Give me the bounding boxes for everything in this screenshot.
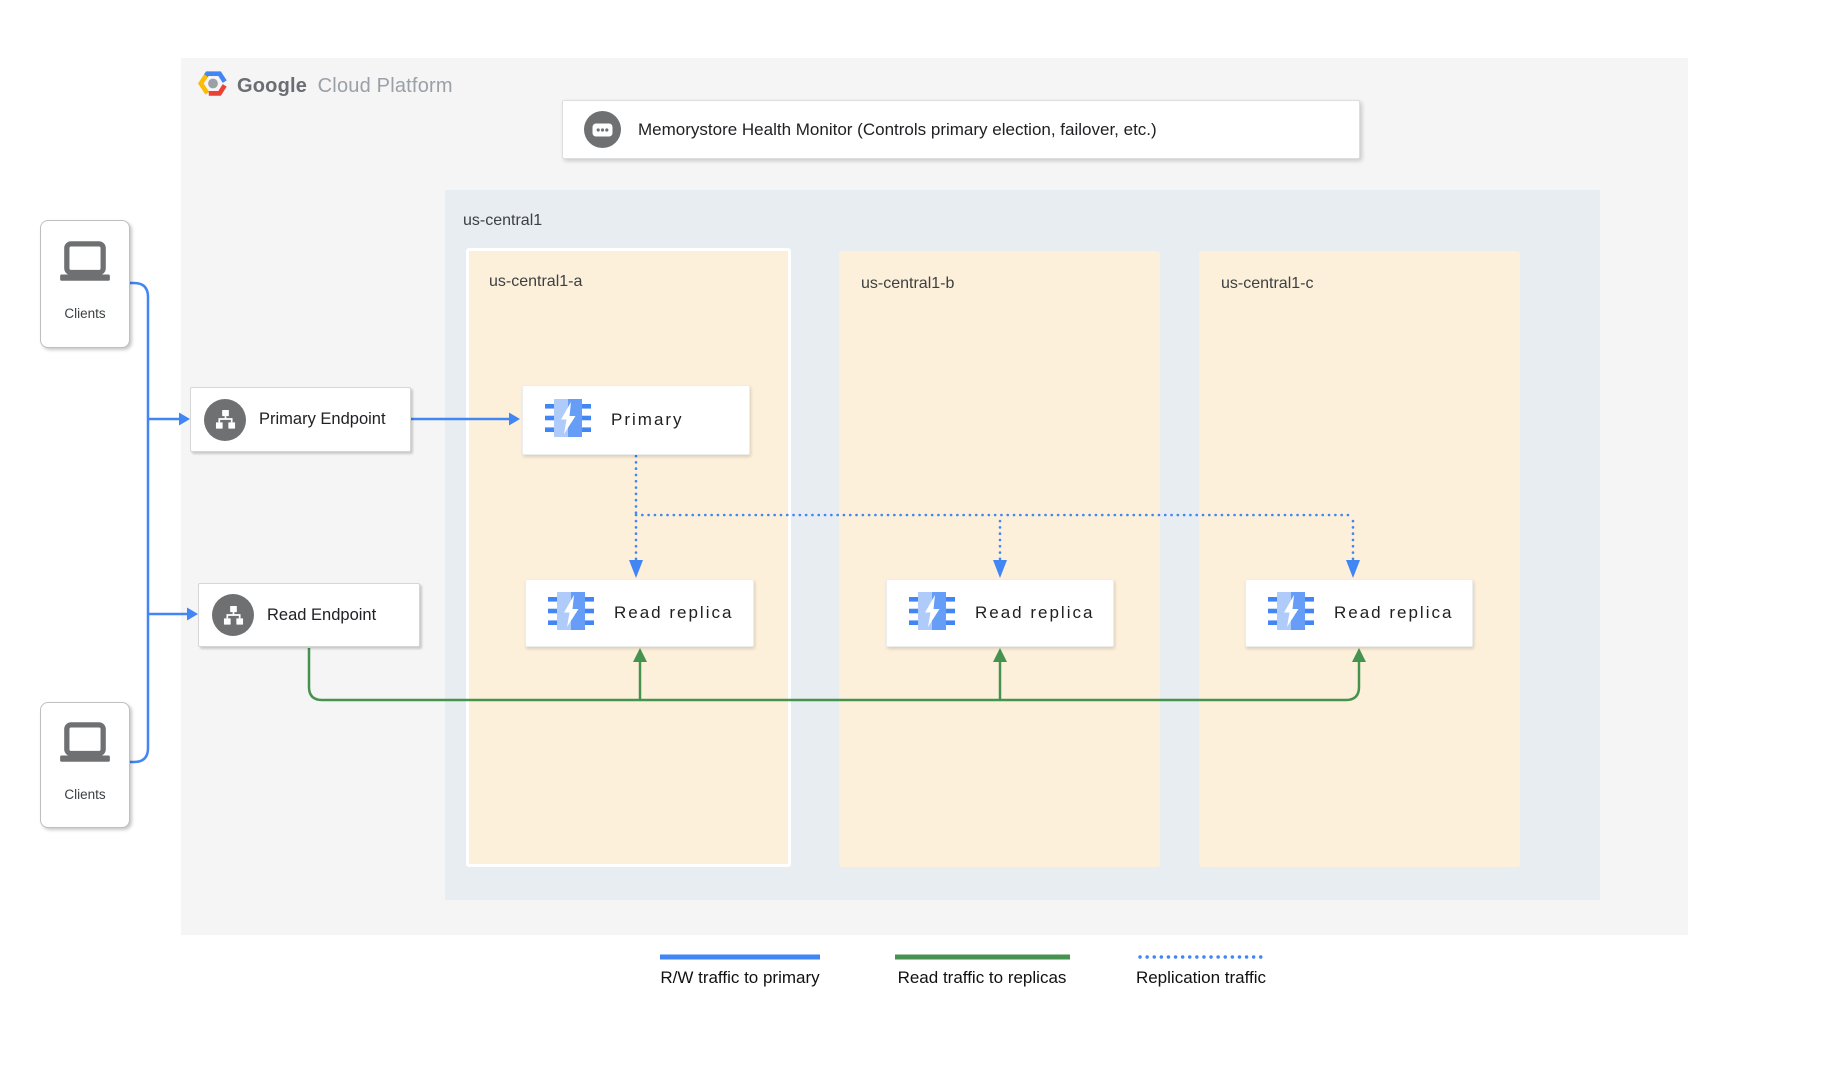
read-endpoint-label: Read Endpoint [267, 605, 377, 624]
read-replica-a-node: Read replica [525, 579, 754, 647]
memorystore-icon [909, 591, 955, 636]
zone-us-central1-c: us-central1-c [1199, 251, 1520, 867]
legend-rw-label: R/W traffic to primary [660, 968, 820, 987]
read-replica-b-node: Read replica [886, 579, 1114, 647]
zone-us-central1-a: us-central1-a [466, 248, 791, 867]
read-replica-c-node: Read replica [1245, 579, 1473, 647]
brand-google: Google [237, 74, 308, 97]
legend-read-label: Read traffic to replicas [897, 968, 1067, 987]
read-replica-b-label: Read replica [975, 603, 1095, 622]
laptop-icon [56, 241, 114, 290]
gcp-logo: Google Cloud Platform [197, 70, 453, 102]
network-sitemap-icon [204, 398, 246, 441]
health-monitor-label: Memorystore Health Monitor (Controls pri… [638, 119, 1157, 139]
primary-endpoint-node: Primary Endpoint [190, 387, 411, 452]
read-replica-c-label: Read replica [1334, 603, 1454, 622]
brand-cloud-platform: Cloud Platform [317, 74, 453, 97]
client-trunk-line [130, 281, 150, 764]
zone-us-central1-b: us-central1-b [839, 251, 1160, 867]
network-sitemap-icon [212, 594, 254, 636]
primary-endpoint-label: Primary Endpoint [259, 410, 386, 428]
brand-text: Google Cloud Platform [237, 75, 453, 98]
laptop-icon [56, 722, 114, 771]
memorystore-icon [1268, 591, 1314, 636]
memorystore-icon [548, 591, 594, 636]
read-endpoint-node: Read Endpoint [198, 583, 420, 647]
clients-label: Clients [64, 306, 106, 321]
read-replica-a-label: Read replica [614, 603, 734, 622]
console-dots-icon [584, 111, 621, 148]
clients-bottom-box: Clients [40, 702, 130, 828]
zone-c-label: us-central1-c [1221, 275, 1314, 292]
region-label: us-central1 [463, 212, 543, 229]
primary-node-label: Primary [611, 410, 684, 429]
legend-replication-label: Replication traffic [1135, 968, 1267, 987]
primary-node: Primary [522, 385, 750, 455]
clients-label: Clients [64, 787, 106, 802]
memorystore-icon [545, 398, 591, 443]
zone-a-label: us-central1-a [489, 273, 583, 290]
zone-b-label: us-central1-b [861, 275, 955, 292]
health-monitor-box: Memorystore Health Monitor (Controls pri… [562, 100, 1360, 159]
gcp-hexagon-icon [197, 70, 228, 102]
clients-top-box: Clients [40, 220, 130, 348]
